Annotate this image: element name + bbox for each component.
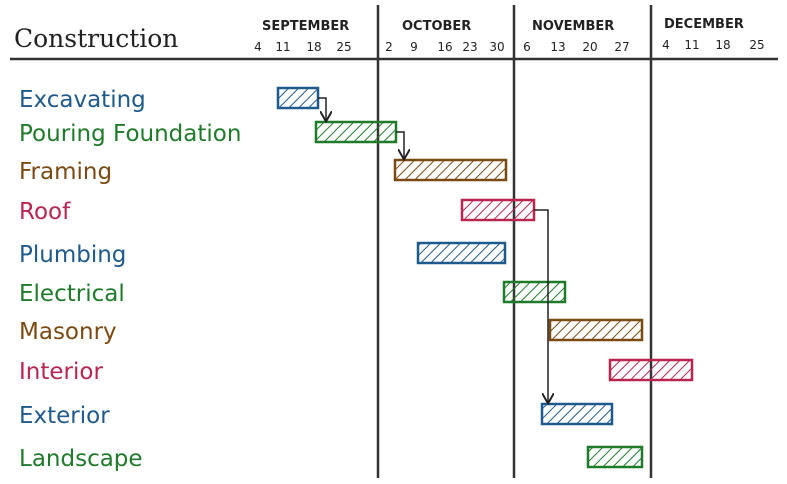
task-label-electrical: Electrical: [19, 281, 125, 307]
day-label: 4: [662, 38, 670, 52]
task-bar-plumbing: [416, 241, 507, 265]
month-label-december: DECEMBER: [664, 17, 744, 32]
day-label: 9: [410, 40, 418, 54]
task-label-landscape: Landscape: [19, 446, 143, 472]
day-label: 4: [254, 40, 262, 54]
day-label: 30: [489, 40, 504, 54]
task-bar-exterior: [540, 402, 614, 426]
day-label: 27: [614, 40, 629, 54]
day-label: 18: [306, 40, 321, 54]
month-label-november: NOVEMBER: [532, 19, 614, 34]
month-label-october: OCTOBER: [402, 19, 471, 34]
task-bar-interior: [608, 358, 694, 382]
task-bar-landscape: [586, 445, 644, 469]
task-bar-excavating: [276, 86, 320, 110]
dependency-arrow-excavating-to-pouring-foundation: [318, 97, 326, 120]
day-label: 6: [523, 40, 531, 54]
task-bar-roof: [460, 198, 536, 222]
dependency-arrow-roof-to-exterior: [534, 209, 548, 402]
day-label: 25: [336, 40, 351, 54]
task-label-masonry: Masonry: [19, 319, 117, 345]
month-label-september: SEPTEMBER: [262, 19, 349, 34]
day-label: 13: [550, 40, 565, 54]
task-bar-masonry: [548, 318, 644, 342]
task-bar-pouring-foundation: [314, 120, 398, 144]
day-label: 20: [582, 40, 597, 54]
chart-title: Construction: [14, 24, 178, 53]
day-label: 16: [437, 40, 452, 54]
task-label-exterior: Exterior: [19, 403, 110, 429]
task-label-framing: Framing: [19, 159, 112, 185]
day-label: 23: [462, 40, 477, 54]
task-bar-framing: [393, 158, 508, 182]
task-bar-electrical: [502, 280, 567, 304]
day-label: 11: [275, 40, 290, 54]
day-label: 18: [715, 38, 730, 52]
day-label: 11: [684, 38, 699, 52]
task-label-interior: Interior: [19, 359, 103, 385]
task-label-excavating: Excavating: [19, 87, 146, 113]
day-label: 2: [385, 40, 393, 54]
dependency-arrow-pouring-foundation-to-framing: [396, 131, 404, 158]
day-label: 25: [749, 38, 764, 52]
task-label-roof: Roof: [19, 199, 71, 225]
task-label-plumbing: Plumbing: [19, 242, 126, 268]
task-label-pouring-foundation: Pouring Foundation: [19, 121, 241, 147]
